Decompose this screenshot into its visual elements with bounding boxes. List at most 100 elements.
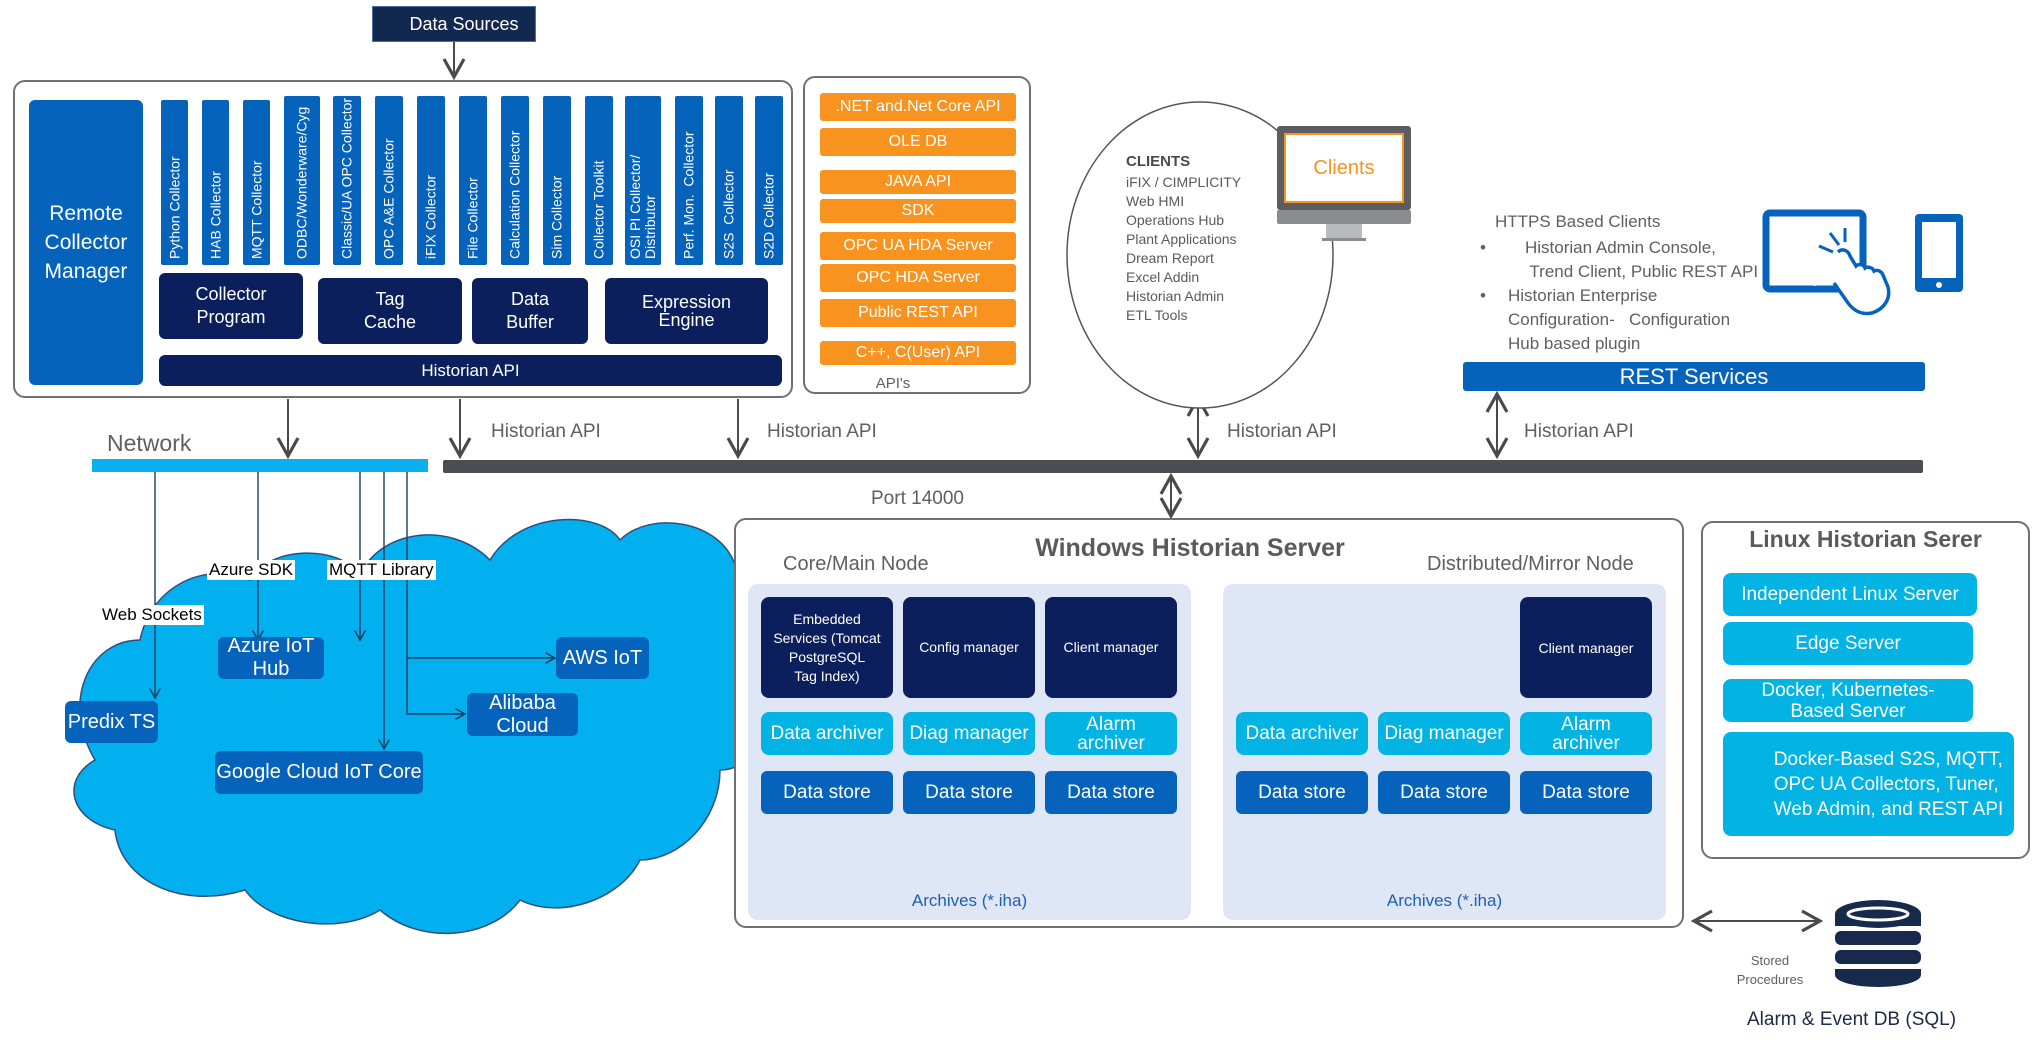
service-aws-iot[interactable]: AWS IoT [556, 637, 649, 679]
aws-alibaba-line [406, 472, 467, 720]
collector-item[interactable]: Sim Collector [543, 96, 571, 265]
protocol-azure-sdk: Azure SDK [207, 560, 296, 580]
mirror-archives-label: Archives (*.iha) [1386, 891, 1503, 910]
node-middle-component[interactable]: Diag manager [1378, 712, 1510, 755]
client-item: Historian Admin [1126, 288, 1225, 304]
core-archives-label: Archives (*.iha) [911, 891, 1028, 910]
phone-icon [1915, 214, 1963, 292]
protocol-web-sockets: Web Sockets [100, 605, 204, 625]
collector-item[interactable]: OPC A&E Collector [375, 96, 403, 265]
collector-label: ODBC/Wonderware/Cyg [293, 106, 310, 259]
rest-services-bar[interactable]: REST Services [1463, 362, 1925, 391]
monitor-clients-label[interactable]: Clients [1284, 133, 1404, 203]
port-label: Port 14000 [871, 488, 964, 509]
linux-item-edge[interactable]: Edge Server [1723, 622, 1973, 665]
collector-label: OPC A&E Collector [380, 138, 397, 259]
remote-collector-manager[interactable]: Remote Collector Manager [29, 100, 143, 385]
node-data-store[interactable]: Data store [1520, 771, 1652, 814]
https-bullet-2: •Historian Enterprise Configuration- Con… [1480, 284, 1730, 356]
alarm-db-icon [1835, 900, 1921, 987]
collector-label: File Collector [464, 177, 481, 259]
https-clients-heading: HTTPS Based Clients [1495, 212, 1661, 231]
collector-label: Classic/UA OPC Collector [338, 97, 355, 259]
node-top-component[interactable]: Config manager [903, 597, 1035, 698]
node-data-store[interactable]: Data store [1045, 771, 1177, 814]
stored-procedures-label: Stored Procedures [1736, 953, 1804, 987]
historian-api-label-4: Historian API [1524, 421, 1634, 442]
historian-api-bar[interactable]: Historian API [159, 355, 782, 386]
node-middle-component[interactable]: Alarm archiver [1045, 712, 1177, 755]
service-predix-ts[interactable]: Predix TS [65, 701, 158, 743]
data-sources-box[interactable]: Data Sources [372, 6, 536, 42]
collector-manager-panel [13, 80, 793, 398]
module-tag-cache[interactable]: Tag Cache [318, 278, 462, 344]
bullet-text: Historian Admin Console, Trend Client, P… [1525, 238, 1759, 281]
clients-heading: CLIENTS [1126, 153, 1191, 170]
node-top-component[interactable]: Embedded Services (Tomcat PostgreSQL Tag… [761, 597, 893, 698]
linux-item-docker-collectors[interactable]: Docker-Based S2S, MQTT, OPC UA Collector… [1723, 732, 2014, 836]
module-data-buffer[interactable]: Data Buffer [472, 278, 588, 344]
node-data-store[interactable]: Data store [903, 771, 1035, 814]
linux-item-docker-k8s[interactable]: Docker, Kubernetes- Based Server [1723, 679, 1973, 722]
linux-server-title: Linux Historian Serer [1749, 525, 1982, 552]
collector-item[interactable]: iFIX Collector [417, 96, 445, 265]
collector-item[interactable]: File Collector [459, 96, 487, 265]
network-bar [92, 459, 428, 472]
node-data-store[interactable]: Data store [1236, 771, 1368, 814]
collector-item[interactable]: S2D Collector [755, 96, 783, 265]
module-expression-engine[interactable]: Expression Engine [605, 278, 768, 344]
client-item: Dream Report [1126, 250, 1214, 266]
collector-label: Python Collector [166, 156, 182, 259]
historian-api-label-1: Historian API [491, 421, 601, 442]
node-middle-component[interactable]: Data archiver [761, 712, 893, 755]
collector-label: MQTT Collector [248, 160, 264, 259]
collector-item[interactable]: Perf. Mon. Collector [675, 96, 703, 265]
service-azure-iot-hub[interactable]: Azure IoT Hub [218, 635, 324, 680]
historian-api-label-2: Historian API [767, 421, 877, 442]
node-middle-component[interactable]: Alarm archiver [1520, 712, 1652, 755]
historian-api-label-3: Historian API [1227, 421, 1337, 442]
collector-label: iFIX Collector [422, 174, 439, 259]
client-item: Web HMI [1126, 193, 1185, 209]
collector-item[interactable]: Calculation Collector [501, 96, 529, 265]
node-top-component[interactable]: Client manager [1045, 597, 1177, 698]
collector-item[interactable]: Collector Toolkit [585, 96, 613, 265]
api-item[interactable]: OPC HDA Server [820, 264, 1016, 292]
collector-item[interactable]: S2S Collector [715, 96, 743, 265]
collector-item[interactable]: Python Collector [161, 100, 188, 265]
api-item[interactable]: .NET and.Net Core API [820, 93, 1016, 121]
node-top-component[interactable]: Client manager [1520, 597, 1652, 698]
client-item: Operations Hub [1126, 212, 1225, 228]
client-item: ETL Tools [1126, 307, 1188, 323]
service-google-cloud-iot[interactable]: Google Cloud IoT Core [215, 751, 423, 794]
collector-item[interactable]: MQTT Collector [243, 100, 270, 265]
service-alibaba-cloud[interactable]: Alibaba Cloud [467, 692, 578, 737]
api-item[interactable]: JAVA API [820, 170, 1016, 194]
https-bullet-1: • Historian Admin Console, Trend Client, … [1480, 236, 1758, 284]
api-item[interactable]: OLE DB [820, 128, 1016, 156]
collector-item[interactable]: ODBC/Wonderware/Cyg [284, 96, 320, 265]
collector-label: S2D Collector [760, 172, 777, 259]
api-item[interactable]: C++, C(User) API [820, 341, 1016, 365]
api-item[interactable]: OPC UA HDA Server [820, 232, 1016, 260]
bullet: • [1480, 238, 1486, 257]
bullet: • [1480, 286, 1486, 305]
node-data-store[interactable]: Data store [761, 771, 893, 814]
api-item[interactable]: SDK [820, 199, 1016, 223]
collector-item[interactable]: HAB Collector [202, 100, 229, 265]
collector-label: HAB Collector [207, 171, 223, 259]
node-data-store[interactable]: Data store [1378, 771, 1510, 814]
collector-item[interactable]: OSI PI Collector/ Distributor [625, 96, 661, 265]
historian-bus [443, 460, 1923, 473]
module-collector-program[interactable]: Collector Program [159, 273, 303, 339]
node-middle-component[interactable]: Diag manager [903, 712, 1035, 755]
node-middle-component[interactable]: Data archiver [1236, 712, 1368, 755]
collector-item[interactable]: Classic/UA OPC Collector [333, 96, 361, 265]
alarm-db-label: Alarm & Event DB (SQL) [1747, 1009, 1957, 1030]
cloud-shape [73, 518, 788, 935]
linux-item-independent[interactable]: Independent Linux Server [1723, 573, 1977, 616]
api-item[interactable]: Public REST API [820, 299, 1016, 327]
client-item: iFIX / CIMPLICITY [1126, 174, 1242, 190]
collector-label: Perf. Mon. Collector [680, 131, 697, 259]
windows-server-title: Windows Historian Server [1035, 533, 1345, 562]
